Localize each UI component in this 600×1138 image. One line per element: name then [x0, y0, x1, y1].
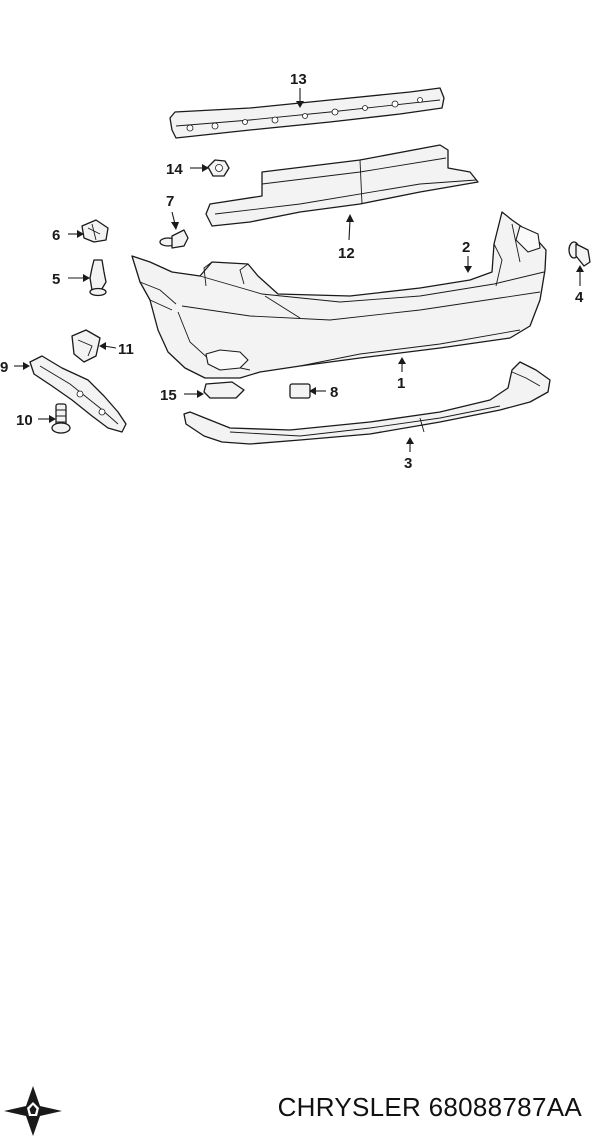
- callout-10: 10: [16, 412, 33, 429]
- callout-6: 6: [52, 227, 60, 244]
- part-1-bumper-fascia: [131, 211, 547, 379]
- part-11-clip: [71, 329, 101, 363]
- part-3-lower-valance: [183, 361, 551, 445]
- callout-13: 13: [290, 71, 307, 88]
- part-15-reflector: [203, 381, 245, 399]
- callout-12: 12: [338, 245, 355, 262]
- part-5-fastener: [89, 259, 107, 297]
- part-9-side-bracket: [29, 355, 127, 433]
- chrysler-star-icon: [4, 1086, 62, 1136]
- callout-2: 2: [462, 239, 470, 256]
- part-number: 68088787AA: [428, 1092, 582, 1122]
- part-7-push-pin: [159, 229, 189, 249]
- callout-11: 11: [118, 341, 134, 358]
- part-12-energy-absorber: [205, 144, 479, 227]
- part-2-bracket: [515, 225, 541, 253]
- callout-8: 8: [330, 384, 338, 401]
- footer: CHRYSLER 68088787AA: [0, 540, 600, 1136]
- callout-labels: 13 14 7 6 5 12 2 4 11 1 9 15 8 10 3: [0, 71, 584, 472]
- part-8-plug: [289, 383, 311, 399]
- part-14-nut: [207, 159, 230, 177]
- callout-4: 4: [575, 289, 584, 306]
- brand-name: CHRYSLER: [277, 1092, 422, 1122]
- callout-7: 7: [166, 193, 174, 210]
- callout-14: 14: [166, 161, 183, 178]
- part-caption: CHRYSLER 68088787AA: [278, 1092, 582, 1123]
- callout-9: 9: [0, 359, 8, 376]
- callout-15: 15: [160, 387, 177, 404]
- callout-5: 5: [52, 271, 60, 288]
- callout-1: 1: [397, 375, 405, 392]
- part-13-reinforcement-bar: [169, 87, 445, 139]
- part-6-clip: [81, 219, 109, 243]
- leader-lines: [14, 88, 584, 452]
- callout-3: 3: [404, 455, 412, 472]
- part-4-push-pin: [568, 241, 591, 267]
- part-10-bolt: [51, 403, 71, 434]
- parts-diagram: 13 14 7 6 5 12 2 4 11 1 9 15 8 10 3: [0, 71, 591, 472]
